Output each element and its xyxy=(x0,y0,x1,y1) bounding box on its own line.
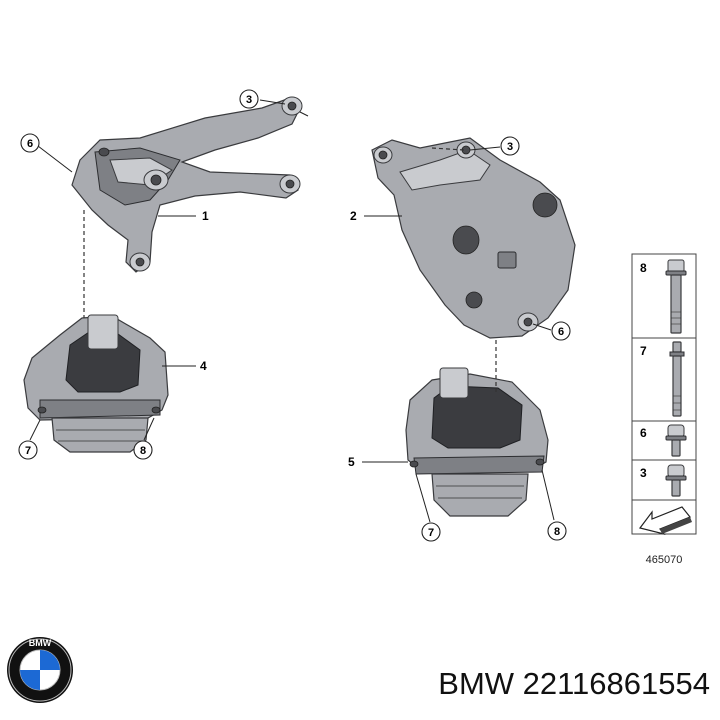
fastener-parts-sheet: 8 7 6 3 xyxy=(631,253,697,566)
callout-8-right-label: 8 xyxy=(554,526,560,538)
callout-1-label: 1 xyxy=(202,209,209,223)
sheet-row-3-label: 3 xyxy=(640,466,647,480)
left-engine-bracket xyxy=(71,96,303,273)
callout-2-label: 2 xyxy=(350,209,357,223)
bmw-logo-letters: BMW xyxy=(29,638,52,648)
sheet-row-8-label: 8 xyxy=(640,261,647,275)
callout-8-right: 8 xyxy=(547,521,567,541)
callout-8-left-label: 8 xyxy=(140,445,146,457)
part-number-caption: BMW 22116861554 xyxy=(438,666,710,701)
callout-7-left-label: 7 xyxy=(25,445,31,457)
bmw-logo: BMW xyxy=(7,637,73,703)
callout-4-label: 4 xyxy=(200,359,207,373)
callout-3-right-label: 3 xyxy=(507,141,513,153)
right-engine-mount xyxy=(405,367,549,517)
bolt-8-icon xyxy=(665,259,687,334)
bolt-6-icon xyxy=(665,424,687,457)
callout-6-right-label: 6 xyxy=(558,326,564,338)
direction-arrow-icon xyxy=(638,506,692,536)
assembly-line-bolt-3 xyxy=(431,147,465,151)
right-engine-bracket xyxy=(371,137,576,339)
callout-3-right: 3 xyxy=(500,136,520,156)
callout-8-left: 8 xyxy=(133,440,153,460)
callout-6-right: 6 xyxy=(551,321,571,341)
callout-7-right: 7 xyxy=(421,522,441,542)
callout-6-left: 6 xyxy=(20,133,40,153)
callout-3-left: 3 xyxy=(239,89,259,109)
left-engine-mount xyxy=(23,314,169,453)
sheet-row-6-label: 6 xyxy=(640,426,647,440)
bolt-3-icon xyxy=(665,464,687,497)
callout-7-left: 7 xyxy=(18,440,38,460)
callout-3-left-label: 3 xyxy=(246,94,252,106)
drawing-number: 465070 xyxy=(646,554,683,566)
stud-7-icon xyxy=(669,341,685,417)
callout-5-label: 5 xyxy=(348,455,355,469)
leader-lines xyxy=(29,99,555,523)
callout-7-right-label: 7 xyxy=(428,527,434,539)
sheet-row-7-label: 7 xyxy=(640,344,647,358)
callout-6-left-label: 6 xyxy=(27,138,33,150)
